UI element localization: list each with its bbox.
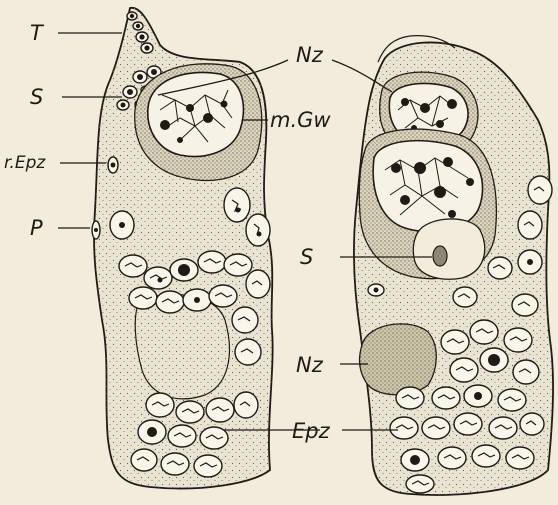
label-Nz-right: Nz — [296, 353, 324, 377]
nurse-cell-nucleus-left — [135, 64, 262, 181]
label-Nz-top: Nz — [296, 43, 324, 67]
label-S-left: S — [30, 85, 43, 109]
r-epz-cell — [108, 157, 118, 173]
label-rEpz: r.Epz — [4, 153, 46, 173]
right-section — [354, 36, 553, 495]
s-vacuole-right — [413, 219, 484, 279]
p-cell — [92, 221, 100, 239]
label-Epz: Epz — [292, 419, 331, 443]
label-P: P — [30, 216, 43, 240]
label-S-right: S — [300, 245, 313, 269]
nz-nucleus-right-dense — [360, 324, 437, 395]
label-T: T — [30, 21, 45, 45]
left-section — [92, 8, 273, 489]
label-mGw: m.Gw — [270, 108, 331, 132]
